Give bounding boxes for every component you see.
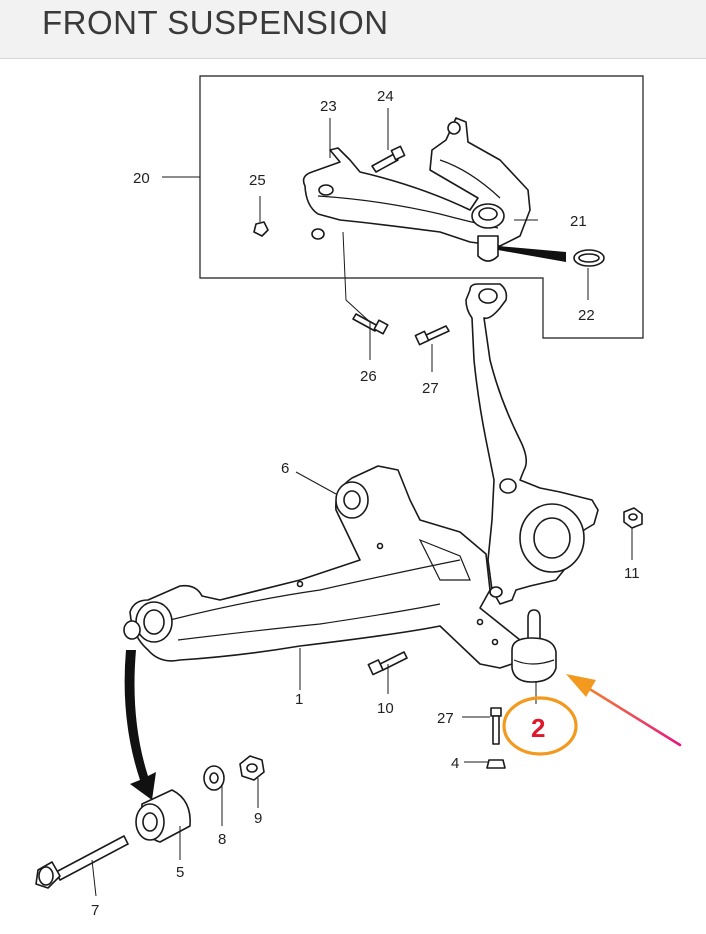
callout-27-lower: 27 [437,710,454,727]
lower-control-arm [123,465,521,669]
callout-8: 8 [218,831,226,848]
ball-joint [511,609,557,683]
bolt-27-upper [414,325,450,346]
steering-knuckle [465,283,599,605]
upper-control-arm [253,117,566,262]
bolt-7 [35,835,129,889]
callout-21: 21 [570,213,587,230]
callout-4: 4 [451,755,459,772]
nut-9 [239,755,265,781]
callout-7: 7 [91,902,99,919]
callout-23: 23 [320,98,337,115]
highlight-circle [502,696,578,756]
callout-27-upper: 27 [422,380,439,397]
callout-26: 26 [360,368,377,385]
bolt-10 [367,651,408,676]
callout-10: 10 [377,700,394,717]
nut-11 [623,507,643,529]
callout-25: 25 [249,172,266,189]
callout-1: 1 [295,691,303,708]
header-bar: FRONT SUSPENSION [0,0,706,59]
page-title: FRONT SUSPENSION [42,4,389,41]
callout-22: 22 [578,307,595,324]
callout-20: 20 [133,170,150,187]
callout-24: 24 [377,88,394,105]
nut-4 [486,759,506,769]
callout-2-highlight: 2 [531,713,545,743]
bolt-26 [352,313,389,335]
callout-6: 6 [281,460,289,477]
callout-9: 9 [254,810,262,827]
callout-11: 11 [624,565,640,582]
callout-5: 5 [176,864,184,881]
bushing-5 [135,789,191,843]
highlight-arrow [566,674,682,747]
bolt-27-lower [490,707,502,745]
leader-lines [91,108,633,897]
upper-arm-frame [199,75,644,339]
assembly-arrow [124,650,156,800]
